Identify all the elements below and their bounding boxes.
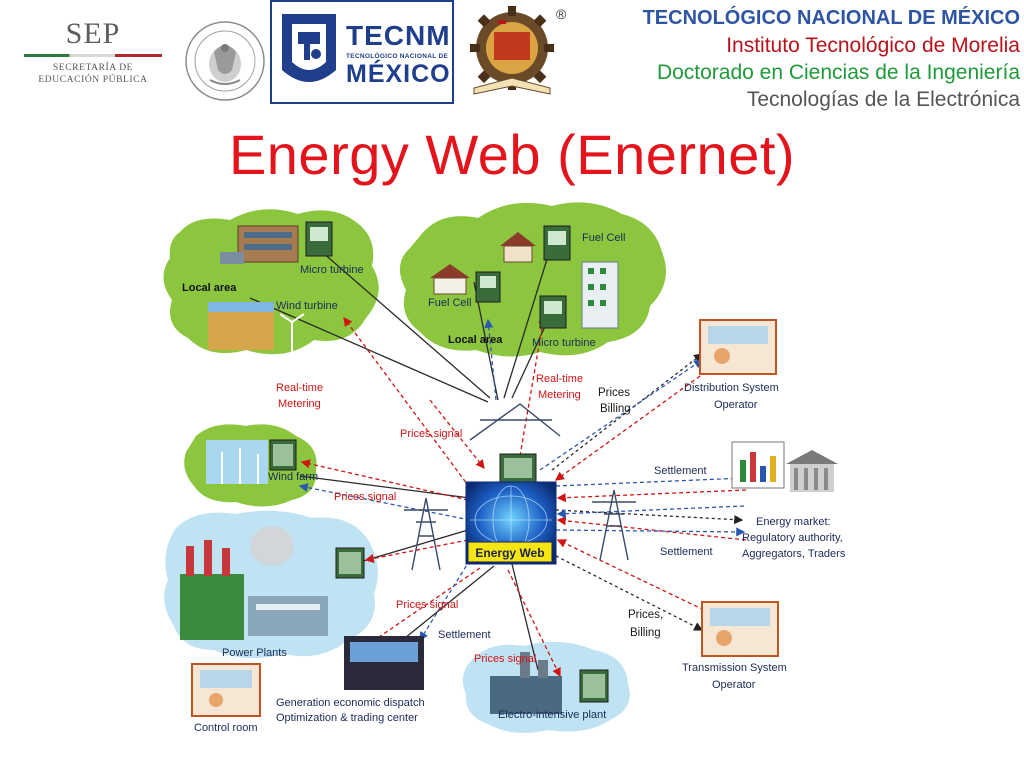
page-title: Energy Web (Enernet)	[228, 123, 796, 186]
slide-header: SEP SECRETARÍA DE EDUCACIÓN PÚBLICA TECN…	[0, 0, 1024, 112]
sep-subtitle-1: SECRETARÍA DE	[52, 63, 134, 73]
label-settlement-bottom: Settlement	[438, 629, 491, 641]
label-control-room: Control room	[194, 722, 258, 734]
institution-line-3: Doctorado en Ciencias de la Ingeniería	[656, 61, 1020, 84]
label-realtime-left-2: Metering	[278, 398, 321, 410]
tecnm-emblem-icon	[282, 14, 336, 82]
terminal-icons	[269, 221, 609, 703]
label-realtime-left-1: Real-time	[276, 382, 323, 394]
itm-logo	[470, 6, 554, 95]
label-energy-market-1: Energy market:	[756, 516, 831, 528]
wheat-field-icon	[208, 302, 274, 350]
label-realtime-right-1: Real-time	[536, 373, 583, 385]
label-wind-turbine: Wind turbine	[276, 300, 338, 312]
label-wind-farm: Wind farm	[268, 471, 318, 483]
tecnm-subtitle: TECNOLÓGICO NACIONAL DE	[346, 53, 449, 60]
institution-line-1: TECNOLÓGICO NACIONAL DE MÉXICO	[642, 7, 1020, 29]
label-transmission-2: Operator	[712, 679, 756, 691]
trading-center-icon	[344, 636, 424, 690]
label-prices-billing-top-1: Prices	[598, 387, 630, 399]
institution-block: TECNOLÓGICO NACIONAL DE MÉXICO Instituto…	[643, 5, 1020, 113]
label-energy-market-3: Aggregators, Traders	[742, 548, 846, 560]
label-prices-billing-top-2: Billing	[600, 403, 631, 415]
label-realtime-right-2: Metering	[538, 389, 581, 401]
energy-market-icon	[731, 441, 838, 492]
power-plant-icon	[180, 526, 328, 640]
label-micro-turbine-left: Micro turbine	[300, 264, 364, 276]
physical-links	[249, 251, 549, 671]
label-prices-signal-top: Prices signal	[400, 428, 462, 440]
distribution-operator-icon	[699, 319, 777, 375]
house-icon-top	[500, 232, 536, 263]
apartment-tower-icon	[581, 261, 619, 329]
label-prices-signal-mid: Prices signal	[334, 491, 396, 503]
wind-turbine-icon	[279, 313, 305, 356]
red-price-flows	[300, 314, 747, 678]
sep-subtitle-2: EDUCACIÓN PÚBLICA	[38, 75, 148, 85]
hub-label: Energy Web	[475, 546, 544, 560]
label-distribution-1: Distribution System	[684, 382, 779, 394]
office-building-icon	[220, 225, 299, 264]
sep-logo: SEP SECRETARÍA DE EDUCACIÓN PÚBLICA	[18, 18, 168, 98]
tecnm-logo: TECNM TECNOLÓGICO NACIONAL DE MÉXICO	[270, 0, 454, 104]
tecnm-name: TECNM	[346, 20, 451, 51]
information-links	[551, 353, 744, 631]
control-room-icon	[191, 663, 261, 717]
tecnm-country: MÉXICO	[346, 60, 451, 88]
label-distribution-2: Operator	[714, 399, 758, 411]
transmission-operator-icon	[701, 601, 779, 657]
institution-line-4: Tecnologías de la Electrónica	[746, 88, 1020, 111]
label-settlement-mid: Settlement	[660, 546, 713, 558]
label-local-area-left: Local area	[182, 282, 237, 294]
label-micro-turbine-right: Micro turbine	[532, 337, 596, 349]
label-electro-plant: Electro-intensive plant	[498, 709, 606, 721]
label-prices-signal-low: Prices signal	[396, 599, 458, 611]
label-generation-1: Generation economic dispatch	[276, 697, 425, 709]
mexico-seal-icon	[185, 21, 265, 101]
house-icon-left	[430, 264, 470, 295]
label-fuel-cell-top: Fuel Cell	[582, 232, 625, 244]
sep-title: SEP	[65, 17, 121, 50]
registered-mark: ®	[556, 6, 567, 22]
label-prices-billing-bottom-1: Prices,	[628, 609, 663, 621]
label-power-plants: Power Plants	[222, 647, 287, 659]
institution-line-2: Instituto Tecnológico de Morelia	[726, 34, 1020, 57]
electro-plant-icon	[490, 652, 562, 714]
label-energy-market-2: Regulatory authority,	[742, 532, 843, 544]
label-transmission-1: Transmission System	[682, 662, 787, 674]
transmission-towers	[404, 403, 636, 571]
label-settlement-top: Settlement	[654, 465, 707, 477]
label-prices-signal-bottom: Prices signal	[474, 653, 536, 665]
label-generation-2: Optimization & trading center	[276, 712, 418, 724]
sep-rule	[24, 54, 162, 57]
label-prices-billing-bottom-2: Billing	[630, 627, 661, 639]
label-local-area-right: Local area	[448, 334, 503, 346]
label-fuel-cell-left: Fuel Cell	[428, 297, 471, 309]
energy-web-hub: Energy Web	[465, 481, 557, 565]
blue-settlement-flows	[298, 318, 746, 642]
wind-farm-icon	[206, 440, 268, 484]
diagram-labels: Local area Micro turbine Wind turbine Fu…	[182, 232, 846, 734]
